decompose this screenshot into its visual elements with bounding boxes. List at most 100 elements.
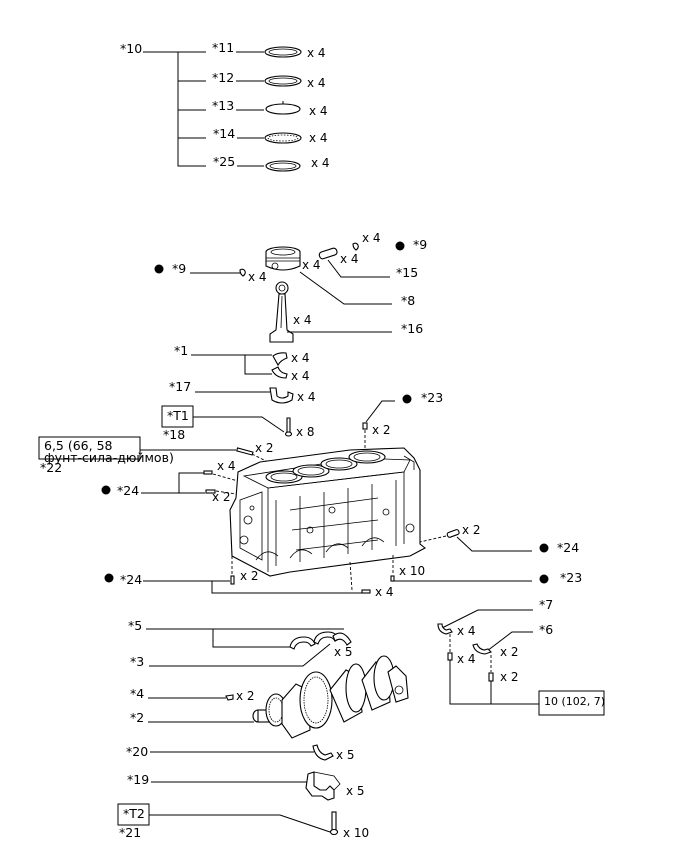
label-p20: *20	[126, 744, 148, 759]
cylinder-block-group: *23 x 2 6,5 (66, 58 фунт-сила-дюймов) *2…	[38, 390, 582, 599]
qty-p7: x 4	[457, 624, 476, 638]
compression-ring-1	[264, 46, 302, 58]
bullet-icon	[104, 573, 114, 583]
qty-p24a1: x 4	[217, 459, 236, 473]
cylinder-block	[229, 447, 426, 577]
crankshaft-group: *5 x 5 *3 *4 x 2 *2	[117, 618, 409, 840]
piston-ring-group: *10 *11 x 4 *12 x 4 *13 x 4 *14 x 4 *25 …	[120, 40, 330, 172]
label-p9b: *9	[413, 237, 427, 252]
main-bearing-upper	[332, 632, 352, 646]
label-p14: *14	[213, 126, 235, 141]
qty-p23b: x 10	[399, 564, 425, 578]
torque-p22-line1: 6,5 (66, 58	[44, 438, 113, 453]
qty-p6c: x 2	[500, 670, 519, 684]
label-p24a: *24	[117, 483, 139, 498]
label-p19: *19	[127, 772, 149, 787]
bullet-icon	[539, 574, 549, 584]
torque-p22-line2: фунт-сила-дюймов)	[44, 450, 174, 465]
label-p18: *18	[163, 427, 185, 442]
oil-nozzle-icon	[437, 623, 453, 635]
label-p11: *11	[212, 40, 234, 55]
oil-jet-bolt	[236, 447, 254, 456]
oil-ring-rail-1	[265, 103, 301, 115]
label-p3: *3	[130, 654, 144, 669]
label-p16: *16	[401, 321, 423, 336]
qty-p15: x 4	[340, 252, 359, 266]
qty-p24c: x 2	[240, 569, 259, 583]
piston	[265, 246, 301, 271]
bullet-icon	[154, 264, 164, 274]
rod-bearing-upper	[272, 352, 288, 367]
qty-bottom: x 4	[375, 585, 394, 599]
qty-p24a2: x 2	[212, 490, 231, 504]
qty-p11: x 4	[307, 46, 326, 60]
oil-nozzle-icon	[472, 643, 493, 655]
oil-nozzle-group: *7 x 4 x 4 *6 x 2 x 2 10 (102, 7)	[437, 597, 605, 716]
torque-box-p22	[38, 436, 141, 460]
qty-p9a: x 4	[248, 270, 267, 284]
torque-box-p6	[538, 690, 605, 716]
piston-rod-group: x 4 *9 x 4 *15 *9 x 4 x 4 *8	[154, 231, 427, 442]
label-p24c: *24	[120, 572, 142, 587]
bullet-icon	[395, 241, 405, 251]
qty-p25: x 4	[311, 156, 330, 170]
bullet-icon	[101, 485, 111, 495]
bullet-icon	[539, 543, 549, 553]
plug-icon	[446, 529, 460, 538]
qty-p4: x 2	[236, 689, 255, 703]
check-valve-bolt	[447, 652, 453, 661]
qty-p9b: x 4	[362, 231, 381, 245]
label-p22: *22	[40, 460, 62, 475]
plug-icon	[230, 575, 235, 585]
label-p23a: *23	[421, 390, 443, 405]
crankshaft	[252, 655, 409, 739]
qty-p17: x 4	[297, 390, 316, 404]
qty-p6: x 2	[500, 645, 519, 659]
qty-p19: x 5	[346, 784, 365, 798]
oil-ring-expander	[264, 132, 302, 144]
dowel-pin	[390, 575, 395, 582]
label-p12: *12	[212, 70, 234, 85]
label-p15: *15	[396, 265, 418, 280]
main-bearing-cap-bolt	[331, 811, 337, 831]
check-valve-bolt	[488, 672, 494, 682]
label-p17: *17	[169, 379, 191, 394]
piston-pin	[318, 247, 338, 260]
label-p21: *21	[119, 825, 141, 840]
qty-p8: x 4	[302, 258, 321, 272]
qty-p21: x 10	[343, 826, 369, 840]
label-p1: *1	[174, 343, 188, 358]
label-p7: *7	[539, 597, 553, 612]
qty-p1a: x 4	[291, 351, 310, 365]
snap-ring-icon	[352, 242, 359, 251]
rod-bolt	[286, 417, 291, 433]
qty-p6b: x 4	[457, 652, 476, 666]
qty-p18: x 8	[296, 425, 315, 439]
label-p23b: *23	[560, 570, 582, 585]
plug-icon	[205, 489, 216, 494]
qty-p5: x 5	[334, 645, 353, 659]
qty-p23a: x 2	[372, 423, 391, 437]
label-p5: *5	[128, 618, 142, 633]
torque-p6: 10 (102, 7)	[544, 695, 605, 708]
label-t1: *T1	[167, 408, 189, 423]
snap-ring-icon	[239, 268, 246, 277]
connecting-rod	[269, 281, 294, 343]
label-p24b: *24	[557, 540, 579, 555]
qty-p22: x 2	[255, 441, 274, 455]
connecting-rod-cap	[269, 387, 294, 404]
label-p25: *25	[213, 154, 235, 169]
qty-p1b: x 4	[291, 369, 310, 383]
label-p10: *10	[120, 41, 142, 56]
qty-p13: x 4	[309, 104, 328, 118]
thrust-washer	[312, 744, 334, 761]
label-t2: *T2	[123, 806, 145, 821]
plug-icon	[361, 589, 371, 594]
rod-bearing-lower	[271, 366, 288, 379]
label-p6: *6	[539, 622, 553, 637]
qty-p20: x 5	[336, 748, 355, 762]
label-p13: *13	[212, 98, 234, 113]
qty-p24b: x 2	[462, 523, 481, 537]
plug-icon	[203, 470, 213, 475]
